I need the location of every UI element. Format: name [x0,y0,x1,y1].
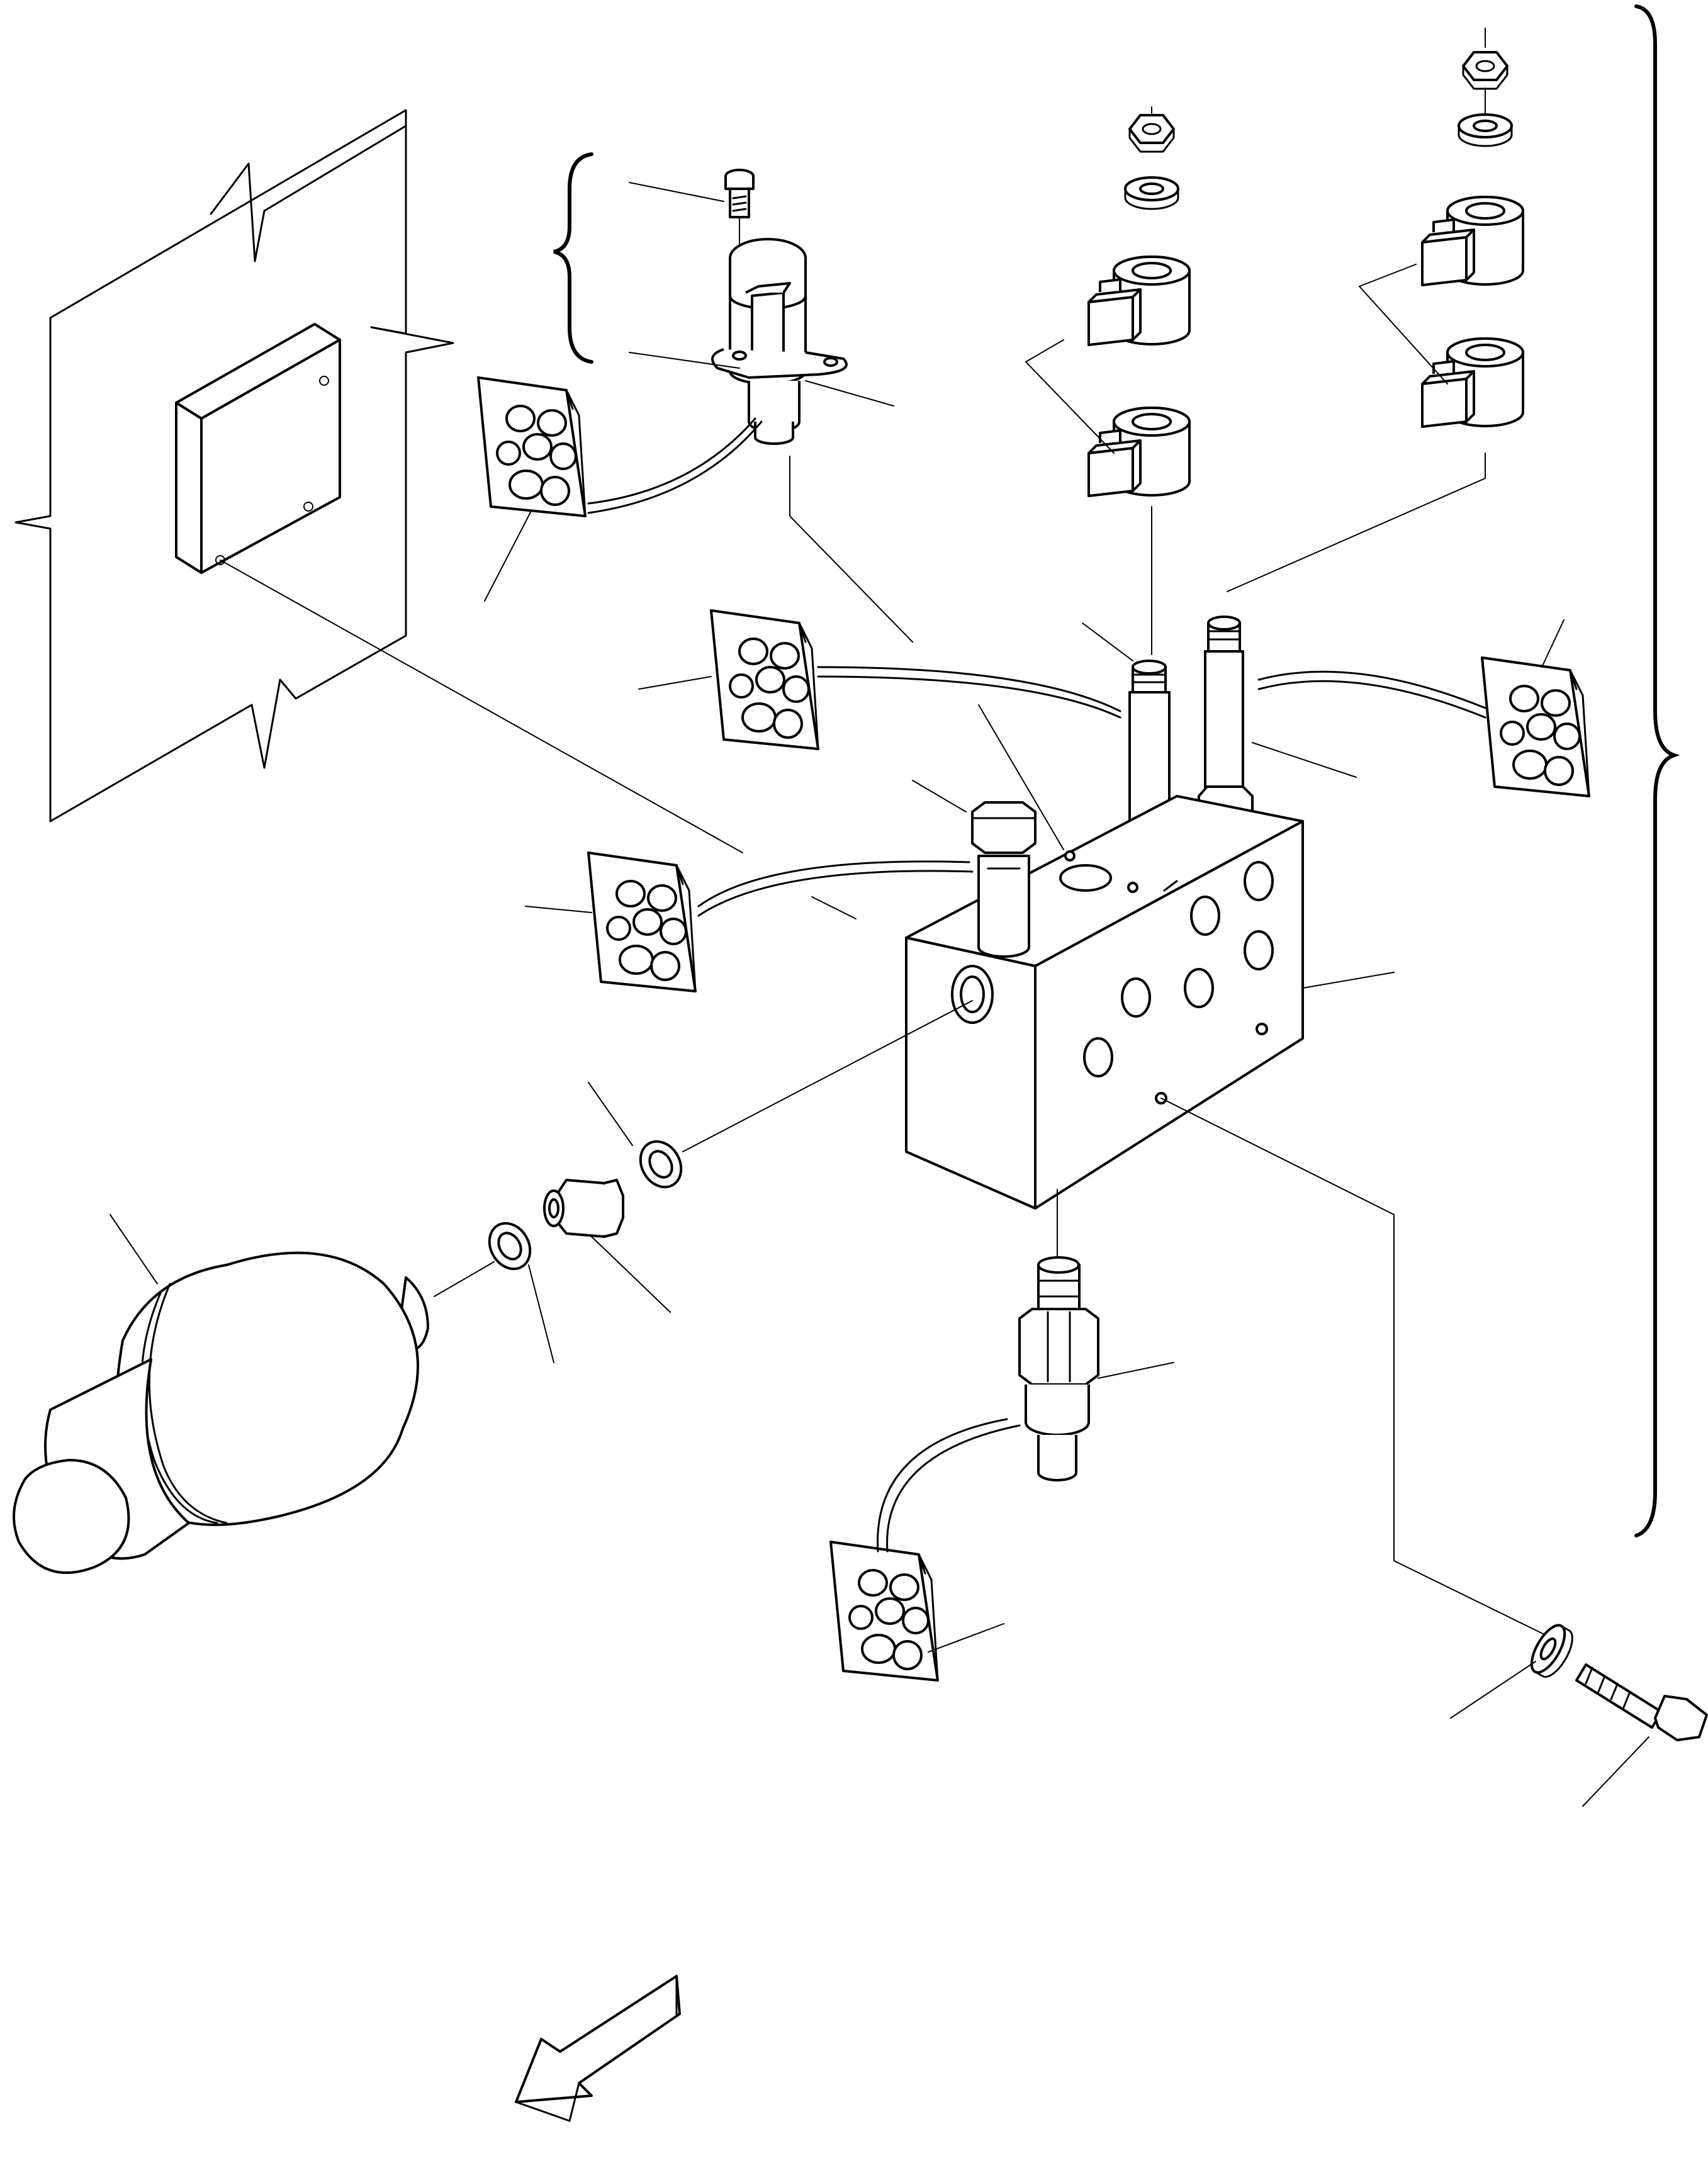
accumulator [13,1214,429,1574]
seal-kit-tie [587,417,763,514]
nut [1462,51,1509,90]
adapter-fitting [543,1179,671,1313]
washer [1124,176,1179,210]
solenoid-coil-right-lower [1421,337,1524,428]
cap-screw-small [629,169,755,218]
washer [1458,113,1513,147]
seal-kit [829,1541,939,1682]
seal-kit [710,609,819,750]
solenoid-coil-right-upper [1421,196,1524,286]
valve-block [905,795,1395,1210]
leader-block-to-bolt [1160,1098,1549,1637]
seal-kit [1481,656,1590,797]
pressure-switch [629,238,894,445]
valve-stem-right [1198,615,1357,827]
seal-kit [587,851,697,992]
seal-ring [588,1082,683,1189]
brace-switch-group [553,152,593,364]
relief-plug [912,704,1064,958]
seal-kit [477,376,587,517]
control-unit-panel [14,109,454,823]
bolt [1575,1663,1708,1807]
cartridge-valve [1018,1189,1174,1481]
direction-arrow [515,1975,681,2122]
leader-fitting-to-block [682,1000,973,1152]
seal-ring [488,1222,554,1363]
nut [1128,114,1175,153]
brace-right [1634,4,1680,1537]
leader-switch-to-block [789,456,913,643]
solenoid-coil-left-lower [1087,407,1191,497]
solenoid-coil-left-upper [1087,256,1191,346]
leader-panel [220,559,743,853]
